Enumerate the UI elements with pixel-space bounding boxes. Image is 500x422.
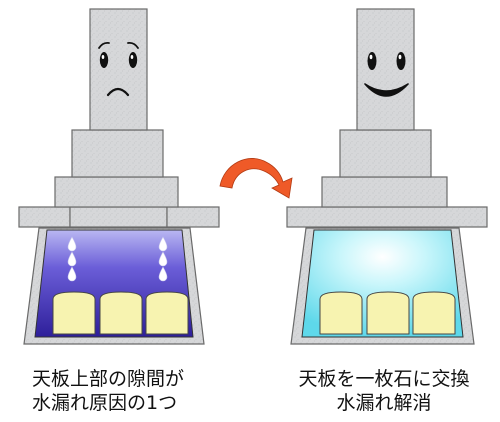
top-slab-split [18, 206, 220, 228]
base-tier-lower [54, 176, 179, 208]
urn [319, 291, 363, 335]
caption-after-line2: 水漏れ解消 [336, 392, 432, 414]
base-tier-upper [71, 129, 164, 178]
grave-before [18, 8, 220, 345]
urn-group-after [319, 291, 456, 335]
caption-before: 天板上部の隙間が 水漏れ原因の1つ [32, 367, 184, 415]
top-slab-single [286, 206, 488, 228]
caption-after-line1: 天板を一枚石に交換 [298, 368, 470, 390]
sad-face-icon [98, 41, 139, 97]
base-tier-upper [339, 129, 432, 178]
urn [52, 291, 96, 335]
grave-tower [356, 8, 415, 131]
urn [366, 291, 410, 335]
curved-arrow-icon [219, 158, 293, 199]
water-drop-icon [67, 236, 168, 282]
caption-before-line1: 天板上部の隙間が [32, 368, 185, 390]
smile-face-icon [364, 52, 409, 97]
caption-before-line2: 水漏れ原因の1つ [32, 392, 178, 414]
caption-after: 天板を一枚石に交換 水漏れ解消 [284, 367, 484, 415]
base-tier-lower [321, 176, 448, 208]
urn [99, 291, 143, 335]
urn [412, 291, 456, 335]
grave-after [286, 8, 488, 345]
grave-tower [89, 8, 148, 131]
urn-group-before [52, 291, 189, 335]
urn [145, 291, 189, 335]
